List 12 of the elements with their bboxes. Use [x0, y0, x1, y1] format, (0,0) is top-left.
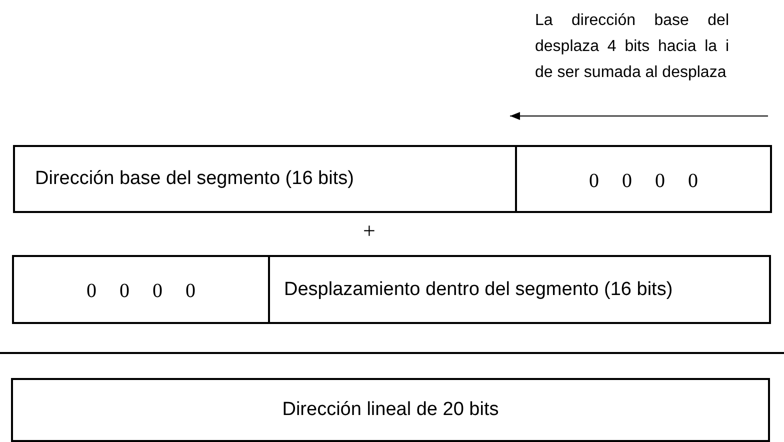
field-box — [13, 145, 517, 213]
field-label: Dirección base del segmento (16 bits) — [35, 168, 354, 190]
field-label: Dirección lineal de 20 bits — [282, 399, 499, 421]
result-box — [11, 378, 770, 442]
field-box — [515, 145, 772, 213]
field-box — [12, 255, 270, 324]
bit-values: 0 0 0 0 — [589, 170, 698, 192]
bit-values: 0 0 0 0 — [86, 280, 196, 303]
note-text: La dirección base del desplaza 4 bits hacia la i de ser sumada al desplaza — [535, 11, 729, 83]
field-label: Desplazamiento dentro del segmento (16 bits) — [284, 278, 673, 300]
plus-sign: + — [363, 218, 376, 244]
field-box — [268, 255, 771, 324]
